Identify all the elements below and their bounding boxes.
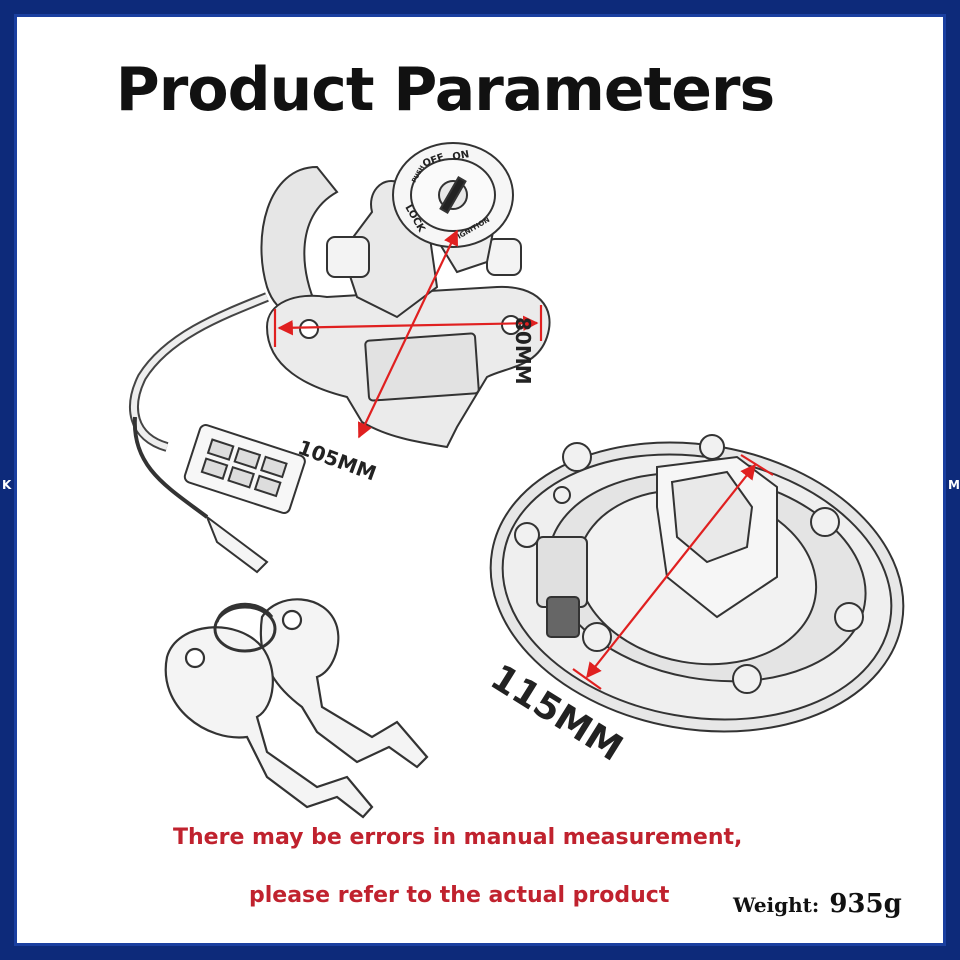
measurement-note: There may be errors in manual measuremen… [173,825,743,850]
weight-label: Weight: [733,893,820,917]
wire-connector [183,424,306,515]
wire-bundle [129,292,269,452]
ignition-switch [129,142,551,574]
refer-note: please refer to the actual product [249,883,670,908]
weight-spec: Weight: 935g [733,889,902,919]
left-edge-mark: K [2,478,12,492]
right-edge-mark: M [948,478,960,492]
wire-loop [260,165,339,317]
page-title: Product Parameters [115,55,775,125]
product-illustration: OFF ON LOCK PUSH IGNITION [129,142,905,819]
key-front [164,626,374,819]
key-pair [164,598,429,819]
height-dimension-label: 80MM [511,317,535,385]
switch-dimension-lines [273,229,543,439]
single-wire-plug [204,514,269,574]
cap-dimension-line [572,454,774,690]
key-rear [259,598,429,769]
product-card: Product Parameters [14,14,946,946]
weight-value: 935g [829,889,902,919]
switch-mark-on: ON [452,149,471,163]
